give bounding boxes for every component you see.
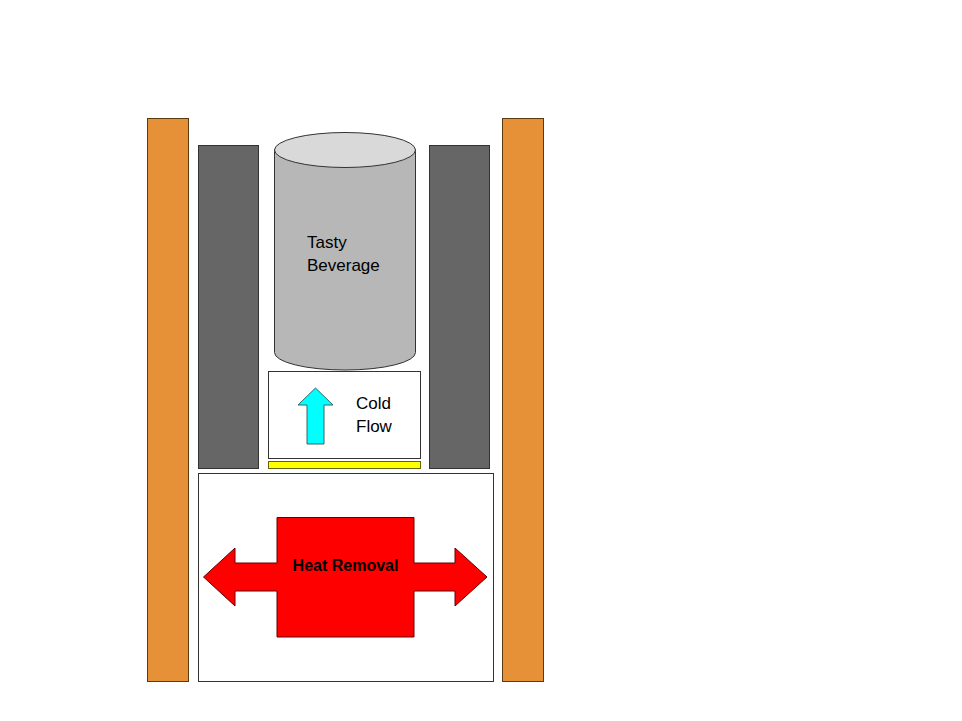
- cylinder-body: [275, 150, 416, 371]
- heat-removal-arrow-outline: [203, 517, 488, 638]
- cold-flow-box-outline: [268, 371, 421, 459]
- heat-removal-arrow: Heat Removal: [203, 517, 488, 638]
- outer-wall: [503, 119, 544, 682]
- node-label: Cold Flow: [356, 392, 408, 438]
- cold-flow-box: Cold Flow: [268, 371, 421, 459]
- heat-arrow-shape: [204, 518, 488, 638]
- cylinder-top: [275, 133, 416, 168]
- box-outline: [269, 372, 421, 459]
- thermal-plate: [269, 462, 421, 469]
- insulation-wall: [199, 146, 259, 469]
- cold-flow-arrow: [298, 388, 333, 444]
- outer-wall: [148, 119, 189, 682]
- beverage-cylinder: Tasty Beverage: [274, 132, 416, 371]
- heat-sink-housing: [199, 474, 494, 682]
- node-label: Tasty Beverage: [307, 231, 389, 277]
- node-label: Heat Removal: [277, 556, 414, 576]
- insulation-wall: [430, 146, 490, 469]
